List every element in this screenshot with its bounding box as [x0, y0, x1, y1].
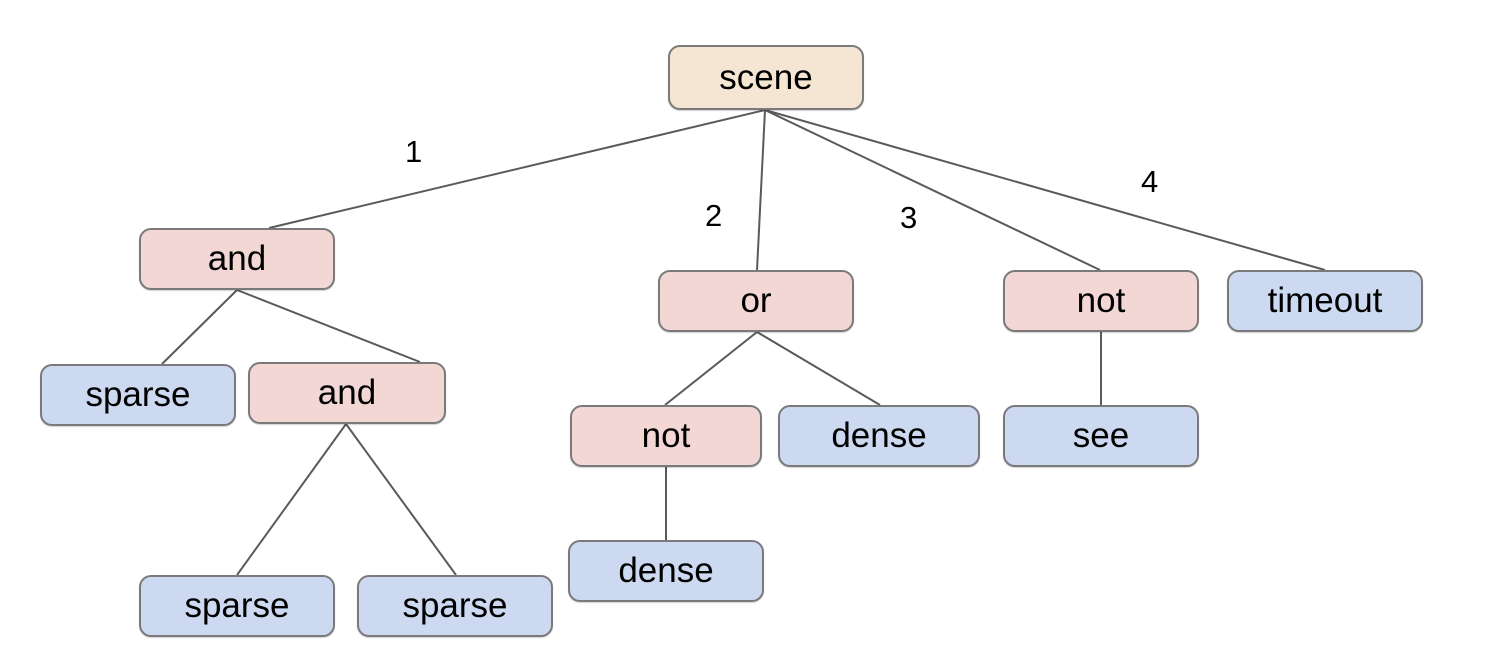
node-label: scene [719, 57, 813, 97]
edge-and1-to-and2 [236, 289, 421, 363]
node-label: see [1072, 416, 1130, 455]
edge-scene-to-not1 [764, 109, 1101, 271]
node-and2[interactable]: and [248, 362, 446, 424]
node-label: not [1076, 281, 1126, 320]
node-label: and [207, 239, 267, 278]
edge-and1-to-sparse1 [161, 289, 238, 365]
node-label: sparse [85, 375, 191, 414]
node-dense1[interactable]: dense [778, 405, 980, 467]
node-label: dense [618, 551, 714, 590]
edge-label-2: 2 [705, 198, 723, 233]
edge-and2-to-sparse2 [236, 423, 347, 576]
node-sparse2[interactable]: sparse [139, 575, 335, 637]
edge-or1-to-not2 [664, 331, 758, 406]
node-see[interactable]: see [1003, 405, 1199, 467]
node-label: dense [831, 416, 927, 455]
edge-label-1: 1 [405, 134, 423, 169]
edge-and2-to-sparse3 [345, 423, 457, 576]
node-not2[interactable]: not [570, 405, 762, 467]
node-sparse1[interactable]: sparse [40, 364, 236, 426]
node-timeout[interactable]: timeout [1227, 270, 1423, 332]
node-sparse3[interactable]: sparse [357, 575, 553, 637]
edge-scene-to-or1 [756, 109, 766, 271]
node-scene[interactable]: scene [668, 45, 864, 110]
node-not1[interactable]: not [1003, 270, 1199, 332]
edge-label-4: 4 [1141, 164, 1159, 199]
node-or1[interactable]: or [658, 270, 854, 332]
node-label: sparse [402, 586, 508, 625]
edge-scene-to-timeout [764, 109, 1326, 271]
node-label: not [641, 416, 691, 455]
node-label: timeout [1267, 281, 1383, 320]
node-dense2[interactable]: dense [568, 540, 764, 602]
node-label: sparse [184, 586, 290, 625]
node-label: and [317, 373, 377, 412]
node-and1[interactable]: and [139, 228, 335, 290]
edge-or1-to-dense1 [756, 331, 881, 406]
edge-scene-to-and1 [268, 109, 766, 229]
edge-label-3: 3 [900, 200, 918, 235]
node-label: or [740, 281, 772, 320]
